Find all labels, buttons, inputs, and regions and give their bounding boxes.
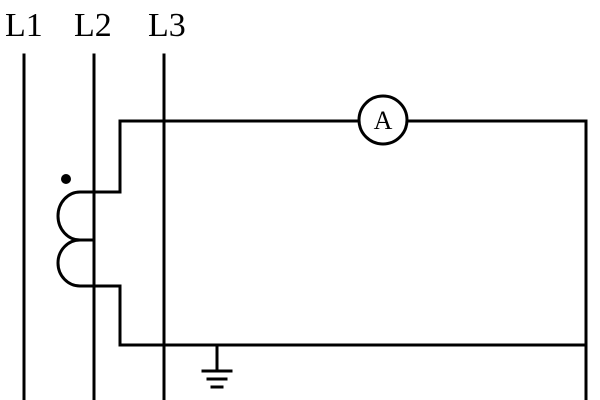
polarity-dot-icon [61, 174, 71, 184]
phase-label-l3: L3 [148, 7, 186, 44]
ct-coil-lower-loop [56, 238, 96, 288]
ammeter-label: A [374, 106, 393, 135]
current-transformer-coil-icon [56, 190, 96, 288]
ct-coil-upper-loop [56, 190, 96, 242]
ct-secondary-lead-bottom [92, 284, 122, 347]
phase-label-l1: L1 [5, 7, 43, 44]
ground-icon [201, 343, 233, 389]
ammeter-circle [357, 94, 409, 146]
ammeter-icon: A [357, 94, 409, 146]
ct-secondary-lead-top [92, 119, 122, 194]
phase-label-l2: L2 [74, 7, 112, 44]
